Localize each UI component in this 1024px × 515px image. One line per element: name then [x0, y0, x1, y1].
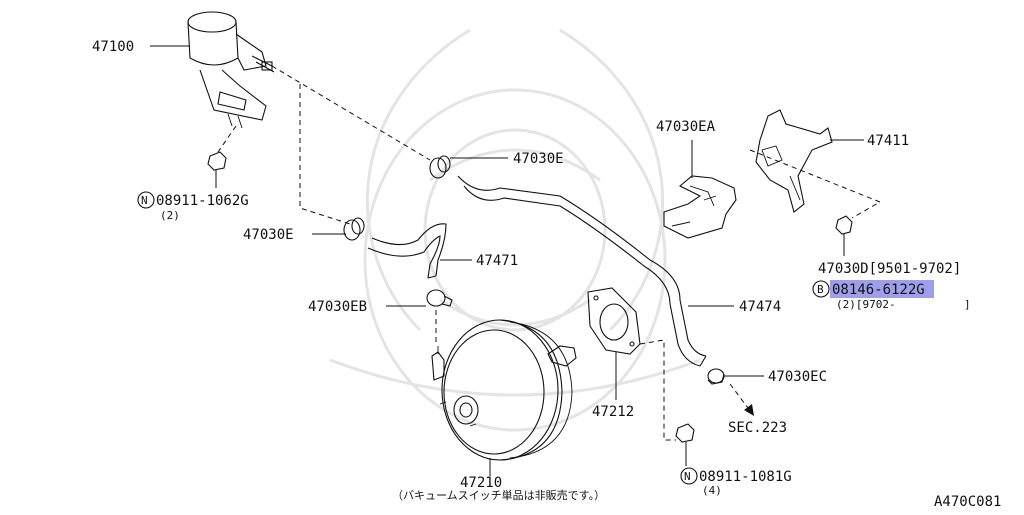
label-08911-1081G: 08911-1081G: [699, 469, 792, 485]
bracket-close: ]: [964, 298, 971, 311]
watermark-emblem: [329, 28, 701, 432]
n-circle-icon: [137, 191, 155, 209]
dashed-link: [217, 125, 237, 153]
dashed-link: [639, 339, 676, 441]
b-circle-icon: [812, 280, 830, 298]
label-47030EC: 47030EC: [768, 369, 827, 385]
circle-b-text: B: [817, 283, 824, 296]
dashed-link: [299, 84, 351, 225]
label-47030EA: 47030EA: [656, 119, 716, 135]
label-47100: 47100: [92, 39, 134, 55]
qty-08146-6122G: (2)[9702-: [836, 298, 896, 311]
brake-booster-47210: [431, 319, 577, 461]
hose-47474: [457, 175, 707, 367]
label-47411: 47411: [867, 133, 909, 149]
diagram-code: A470C081: [934, 494, 1001, 510]
clamp-47030E-left: [343, 217, 365, 241]
canister-47100: [187, 11, 275, 129]
label-08146-6122G: 08146-6122G: [832, 282, 925, 298]
footnote-text: （バキュームスイッチ単品は非販売です。）: [392, 488, 605, 502]
hose-47471: [367, 223, 447, 279]
clamp-47030E-upper: [429, 155, 451, 179]
dashed-link: [271, 65, 431, 161]
label-47471: 47471: [476, 253, 518, 269]
label-47030EB: 47030EB: [308, 299, 367, 315]
nut-08911-1081G: [675, 423, 695, 466]
label-47210: 47210: [460, 475, 502, 491]
qty-08911-1062G: (2): [160, 209, 180, 222]
part-number-highlight: [830, 280, 934, 298]
label-47030D: 47030D[9501-9702]: [818, 261, 961, 277]
qty-08911-1081G: (4): [702, 484, 722, 497]
clamp-47030EC: [707, 368, 764, 385]
gasket-47212: [587, 287, 641, 400]
dashed-link: [749, 149, 882, 219]
label-47474: 47474: [739, 299, 781, 315]
label-08911-1062G: 08911-1062G: [156, 193, 249, 209]
label-47030E-left: 47030E: [243, 227, 294, 243]
valve-47030EB: [426, 289, 453, 346]
circle-n-text: N: [141, 194, 148, 207]
label-47212: 47212: [592, 404, 634, 420]
bracket-47411: [755, 109, 833, 213]
clip-47030EA: [663, 140, 737, 239]
label-47030E-upper: 47030E: [513, 151, 564, 167]
sec-223-arrow-icon: [729, 383, 754, 416]
nut-08911-1062G: [207, 151, 227, 188]
n-circle-icon: [680, 467, 698, 485]
label-sec-223: SEC.223: [728, 420, 787, 436]
bolt-47030D: [835, 215, 853, 256]
circle-n-text: N: [684, 470, 691, 483]
